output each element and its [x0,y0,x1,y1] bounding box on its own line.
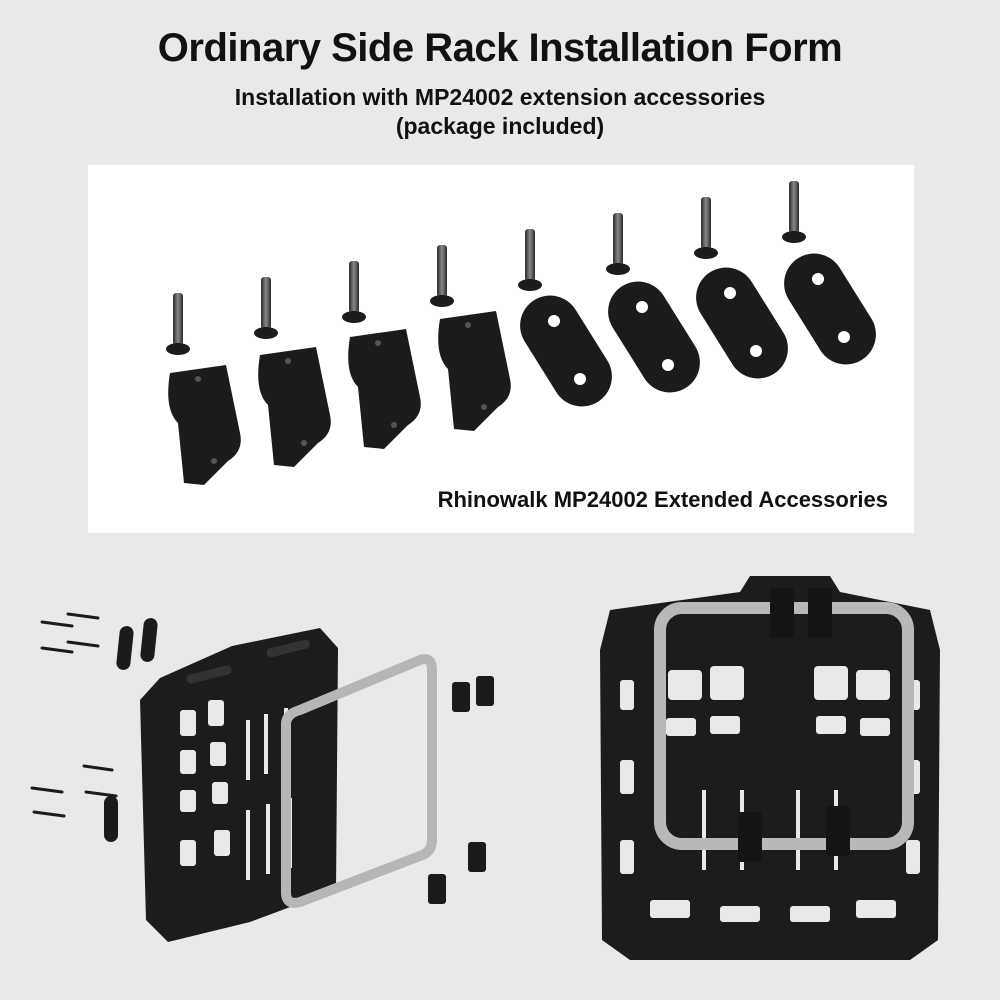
clamp [168,365,241,485]
bolt [782,181,806,243]
page-title: Ordinary Side Rack Installation Form [157,26,843,70]
accessories-caption: Rhinowalk MP24002 Extended Accessories [437,487,888,512]
loose-clamps [428,676,494,904]
accessories-illustration [166,181,876,485]
page-subtitle: Installation with MP24002 extension acce… [234,84,766,110]
clamp [258,347,331,467]
plate [696,267,788,379]
bolt [694,197,718,259]
bolt [254,277,278,339]
bolt [606,213,630,275]
accessories-panel: Rhinowalk MP24002 Extended Accessories [88,165,914,533]
package-note: (package included) [395,113,605,139]
clamp [348,329,421,449]
plate-group [520,253,876,407]
bolt [430,245,454,307]
clamp-group [168,311,511,485]
bolt [518,229,542,291]
plate [520,295,612,407]
clamp [438,311,511,431]
bolt [342,261,366,323]
plate [608,281,700,393]
bolt [166,293,190,355]
assembled-clamps [738,588,850,862]
plate [784,253,876,365]
assembled-view-illustration [600,576,940,960]
loose-bolts [30,612,118,818]
bolt-group [166,181,806,355]
exploded-view-illustration [30,612,494,942]
tube-frame [281,654,437,908]
